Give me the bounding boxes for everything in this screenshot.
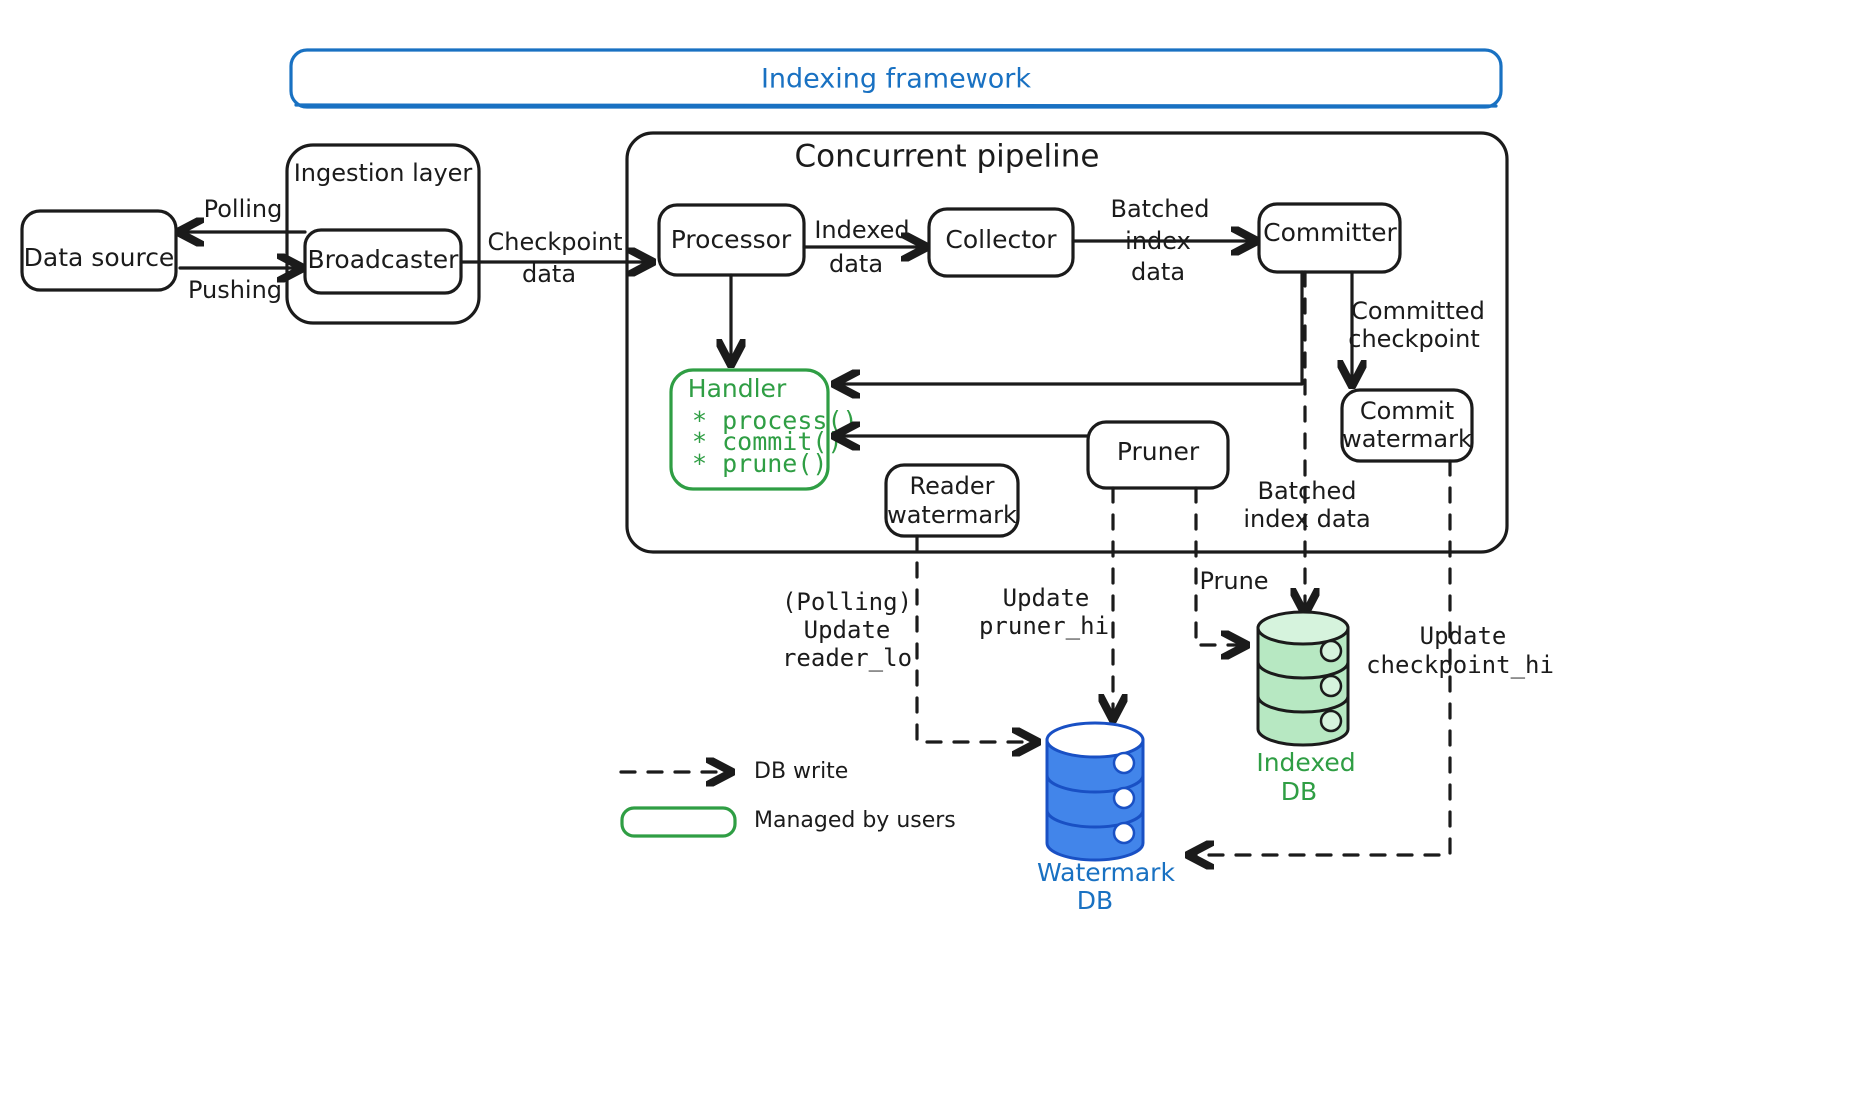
node-label-handler: Handler (688, 374, 787, 403)
dbwrite-label-pruner-line2: pruner_hi (979, 612, 1109, 640)
node-label-broadcaster: Broadcaster (308, 245, 460, 274)
dbwrite-pruner-to-watermark-db: Update pruner_hi (979, 486, 1113, 718)
edge-label-batched-index-data-line1: Batched (1111, 195, 1210, 223)
edge-label-indexed-data-line1: Indexed (814, 216, 909, 244)
database-label-indexed-db-line2: DB (1281, 777, 1317, 806)
node-handler[interactable]: Handler * process() * commit() * prune() (669, 368, 858, 491)
node-collector[interactable]: Collector (927, 207, 1075, 278)
node-label-pruner: Pruner (1117, 437, 1200, 466)
node-committer[interactable]: Committer (1257, 202, 1402, 274)
node-label-commit-watermark-line2: watermark (1342, 425, 1472, 453)
legend-label-db-write: DB write (754, 759, 848, 784)
legend-item-managed-by-users: Managed by users (620, 806, 956, 838)
node-label-reader-watermark-line1: Reader (910, 472, 995, 500)
edge-committer-to-handler (836, 270, 1304, 384)
database-label-watermark-db-line1: Watermark (1037, 858, 1175, 887)
node-commit-watermark[interactable]: Commit watermark (1340, 388, 1474, 463)
legend-label-managed-by-users: Managed by users (754, 808, 956, 833)
edge-label-checkpoint-data-line1: Checkpoint (487, 228, 622, 256)
dbwrite-reader-to-watermark-db: (Polling) Update reader_lo (782, 534, 1036, 742)
indexing-framework-banner: Indexing framework (289, 48, 1503, 109)
handler-method-prune: * prune() (692, 449, 827, 478)
edge-label-pushing: Pushing (188, 276, 282, 304)
node-broadcaster[interactable]: Broadcaster (303, 228, 463, 295)
edge-label-committed-checkpoint-line1: Committed (1351, 297, 1485, 325)
edge-label-polling: Polling (204, 195, 283, 223)
dbwrite-label-checkpoint-line1: Update (1420, 622, 1507, 650)
edge-label-indexed-data-line2: data (829, 250, 883, 278)
database-indexed-db[interactable]: Indexed DB (1256, 610, 1356, 806)
node-data-source[interactable]: Data source (20, 209, 178, 292)
node-label-collector: Collector (945, 225, 1057, 254)
dbwrite-label-reader-line3: reader_lo (782, 644, 912, 672)
legend: DB write Managed by users (619, 759, 956, 838)
edge-polling: Polling (180, 195, 307, 232)
dbwrite-commit-watermark-to-watermark-db: Update checkpoint_hi (1190, 459, 1554, 855)
group-label-ingestion-layer: Ingestion layer (294, 159, 473, 187)
node-reader-watermark[interactable]: Reader watermark (884, 463, 1020, 538)
dbwrite-committer-to-indexed-db: Batched index data (1243, 270, 1371, 612)
database-label-watermark-db-line2: DB (1077, 886, 1113, 915)
legend-item-db-write: DB write (619, 759, 848, 784)
dbwrite-label-reader-line1: (Polling) (782, 588, 912, 616)
edge-label-prune: Prune (1199, 567, 1268, 595)
handler-method-commit: * commit() (692, 427, 843, 456)
node-label-data-source: Data source (24, 243, 175, 272)
database-watermark-db[interactable]: Watermark DB (1037, 721, 1175, 915)
dbwrite-label-reader-line2: Update (804, 616, 891, 644)
edge-label-batched-index-data2-line1: Batched (1258, 477, 1357, 505)
edge-checkpoint-data: Checkpoint data (459, 228, 651, 288)
dbwrite-label-pruner-line1: Update (1003, 584, 1090, 612)
dbwrite-prune-to-indexed-db: Prune (1194, 486, 1269, 645)
edge-indexed-data: Indexed data (802, 216, 925, 278)
edge-label-batched-index-data-line3: data (1131, 258, 1185, 286)
edge-committed-checkpoint: Committed checkpoint (1348, 270, 1485, 384)
database-label-indexed-db-line1: Indexed (1256, 748, 1355, 777)
edge-label-batched-index-data-line2: index (1125, 227, 1191, 255)
node-label-committer: Committer (1263, 218, 1397, 247)
node-pruner[interactable]: Pruner (1086, 420, 1230, 490)
edge-pushing: Pushing (178, 268, 301, 304)
edge-batched-index-data: Batched index data (1071, 195, 1255, 286)
handler-method-process: * process() (692, 406, 858, 435)
node-label-commit-watermark-line1: Commit (1360, 397, 1454, 425)
group-label-concurrent-pipeline: Concurrent pipeline (795, 139, 1100, 175)
dbwrite-label-checkpoint-line2: checkpoint_hi (1366, 651, 1554, 679)
banner-label: Indexing framework (761, 64, 1031, 95)
edge-label-batched-index-data2-line2: index data (1243, 505, 1370, 533)
node-processor[interactable]: Processor (657, 203, 806, 277)
edge-label-committed-checkpoint-line2: checkpoint (1348, 325, 1479, 353)
node-label-reader-watermark-line2: watermark (887, 501, 1017, 529)
node-label-processor: Processor (671, 225, 792, 254)
edge-label-checkpoint-data-line2: data (522, 260, 576, 288)
